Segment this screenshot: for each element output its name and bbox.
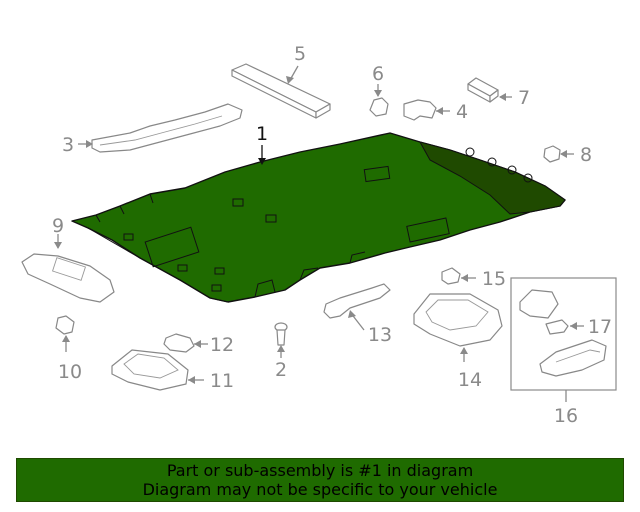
headliner-clip-e [214, 267, 225, 275]
assembly-16-box [510, 277, 617, 391]
callout-2: 2 [275, 359, 287, 381]
bar-5-end [315, 103, 331, 119]
headliner-clip-b [265, 214, 277, 223]
arrow-1 [258, 158, 266, 165]
arrow-2 [277, 345, 285, 352]
headliner-rear-hole-a [465, 147, 475, 157]
part-5-bar[interactable]: 5 [231, 43, 331, 119]
callout-9: 9 [52, 215, 64, 237]
arrow-4 [436, 107, 443, 115]
console-14-inner [425, 299, 489, 331]
part-11-lamp-housing[interactable]: 11 [111, 349, 234, 392]
arrow-13 [348, 310, 356, 318]
part-2-clip[interactable]: 2 [274, 322, 288, 381]
bracket-13-body [323, 283, 391, 319]
arrow-14 [460, 347, 468, 354]
headliner-sunroof-opening [144, 226, 200, 268]
housing-11-inner [123, 353, 179, 379]
clip-6-body [369, 97, 389, 117]
headliner-clip-d [177, 264, 188, 272]
part-9-sun-visor[interactable]: 9 [21, 215, 115, 303]
assembly-16-lower-detail [555, 349, 601, 363]
callout-13: 13 [368, 324, 392, 346]
callout-16: 16 [554, 405, 578, 427]
part-4-bracket[interactable]: 4 [403, 99, 468, 123]
housing-11-outer [111, 349, 189, 391]
callout-5: 5 [294, 43, 306, 65]
bulb-15-body [441, 267, 461, 285]
part-13-bracket[interactable]: 13 [323, 283, 392, 346]
arrow-3 [86, 140, 93, 148]
console-14-outer [413, 293, 503, 347]
callout-12: 12 [210, 334, 234, 356]
info-banner: Part or sub-assembly is #1 in diagram Di… [16, 458, 624, 502]
headliner-console-opening [406, 217, 450, 243]
callout-7: 7 [518, 87, 530, 109]
headliner-clip-c [123, 233, 134, 241]
part-1-headliner[interactable]: 1 [71, 123, 566, 303]
arrow-17 [570, 322, 577, 330]
part-10-visor-holder[interactable]: 10 [55, 315, 82, 383]
arrow-5 [286, 76, 294, 84]
headliner-rear-hole-d [523, 173, 533, 183]
part-16-lamp-assembly[interactable]: 16 [510, 277, 617, 427]
part-15-bulb[interactable]: 15 [441, 267, 506, 290]
arrow-11 [188, 376, 195, 384]
callout-17: 17 [588, 316, 612, 338]
part-8-clip[interactable]: 8 [543, 144, 592, 166]
part-14-overhead-console[interactable]: 14 [413, 293, 503, 391]
pad-3-body [91, 103, 243, 153]
assembly-16-upper [519, 289, 559, 319]
arrow-12 [194, 340, 201, 348]
headliner-edge [418, 141, 566, 215]
callout-8: 8 [580, 144, 592, 166]
assembly-16-lower [539, 339, 607, 377]
callout-1: 1 [256, 123, 268, 145]
headliner-rear-hole-c [507, 165, 517, 175]
holder-10-body [55, 315, 75, 335]
arrow-15 [461, 274, 468, 282]
bulb-17-body [545, 319, 569, 335]
lens-12-body [163, 333, 195, 353]
arrow-10 [62, 335, 70, 342]
pad-3-ridge [99, 115, 223, 146]
callout-14: 14 [458, 369, 482, 391]
part-7-block[interactable]: 7 [467, 77, 530, 109]
part-6-clip[interactable]: 6 [369, 63, 389, 117]
headliner-rear-hole-b [487, 157, 497, 167]
headliner-dome-light-opening [363, 165, 391, 183]
callout-3: 3 [62, 134, 74, 156]
headliner-clip-f [211, 284, 222, 292]
callout-10: 10 [58, 361, 82, 383]
clip-8-body [543, 145, 561, 163]
part-12-lens[interactable]: 12 [163, 333, 234, 356]
arrow-7 [499, 93, 506, 101]
headliner-clip-a [232, 198, 244, 207]
headliner-front-notches [95, 193, 154, 223]
banner-line-2: Diagram may not be specific to your vehi… [142, 480, 498, 499]
callout-6: 6 [372, 63, 384, 85]
arrow-9 [54, 242, 62, 249]
callout-11: 11 [210, 370, 234, 392]
headliner-side-tabs [254, 251, 366, 298]
visor-9-mirror [52, 257, 86, 281]
callout-4: 4 [456, 101, 468, 123]
callout-15: 15 [482, 268, 506, 290]
part-3-pad[interactable]: 3 [62, 103, 243, 156]
part-17-bulb[interactable]: 17 [545, 316, 612, 338]
clip-2-shank [276, 329, 286, 346]
bracket-4-body [403, 99, 437, 121]
banner-line-1: Part or sub-assembly is #1 in diagram [166, 461, 474, 480]
visor-9-body [21, 253, 115, 303]
bar-5-top [231, 63, 331, 113]
block-7-end [489, 89, 499, 103]
headliner-front-edge [87, 227, 229, 303]
arrow-8 [560, 150, 567, 158]
arrow-6 [374, 90, 382, 97]
